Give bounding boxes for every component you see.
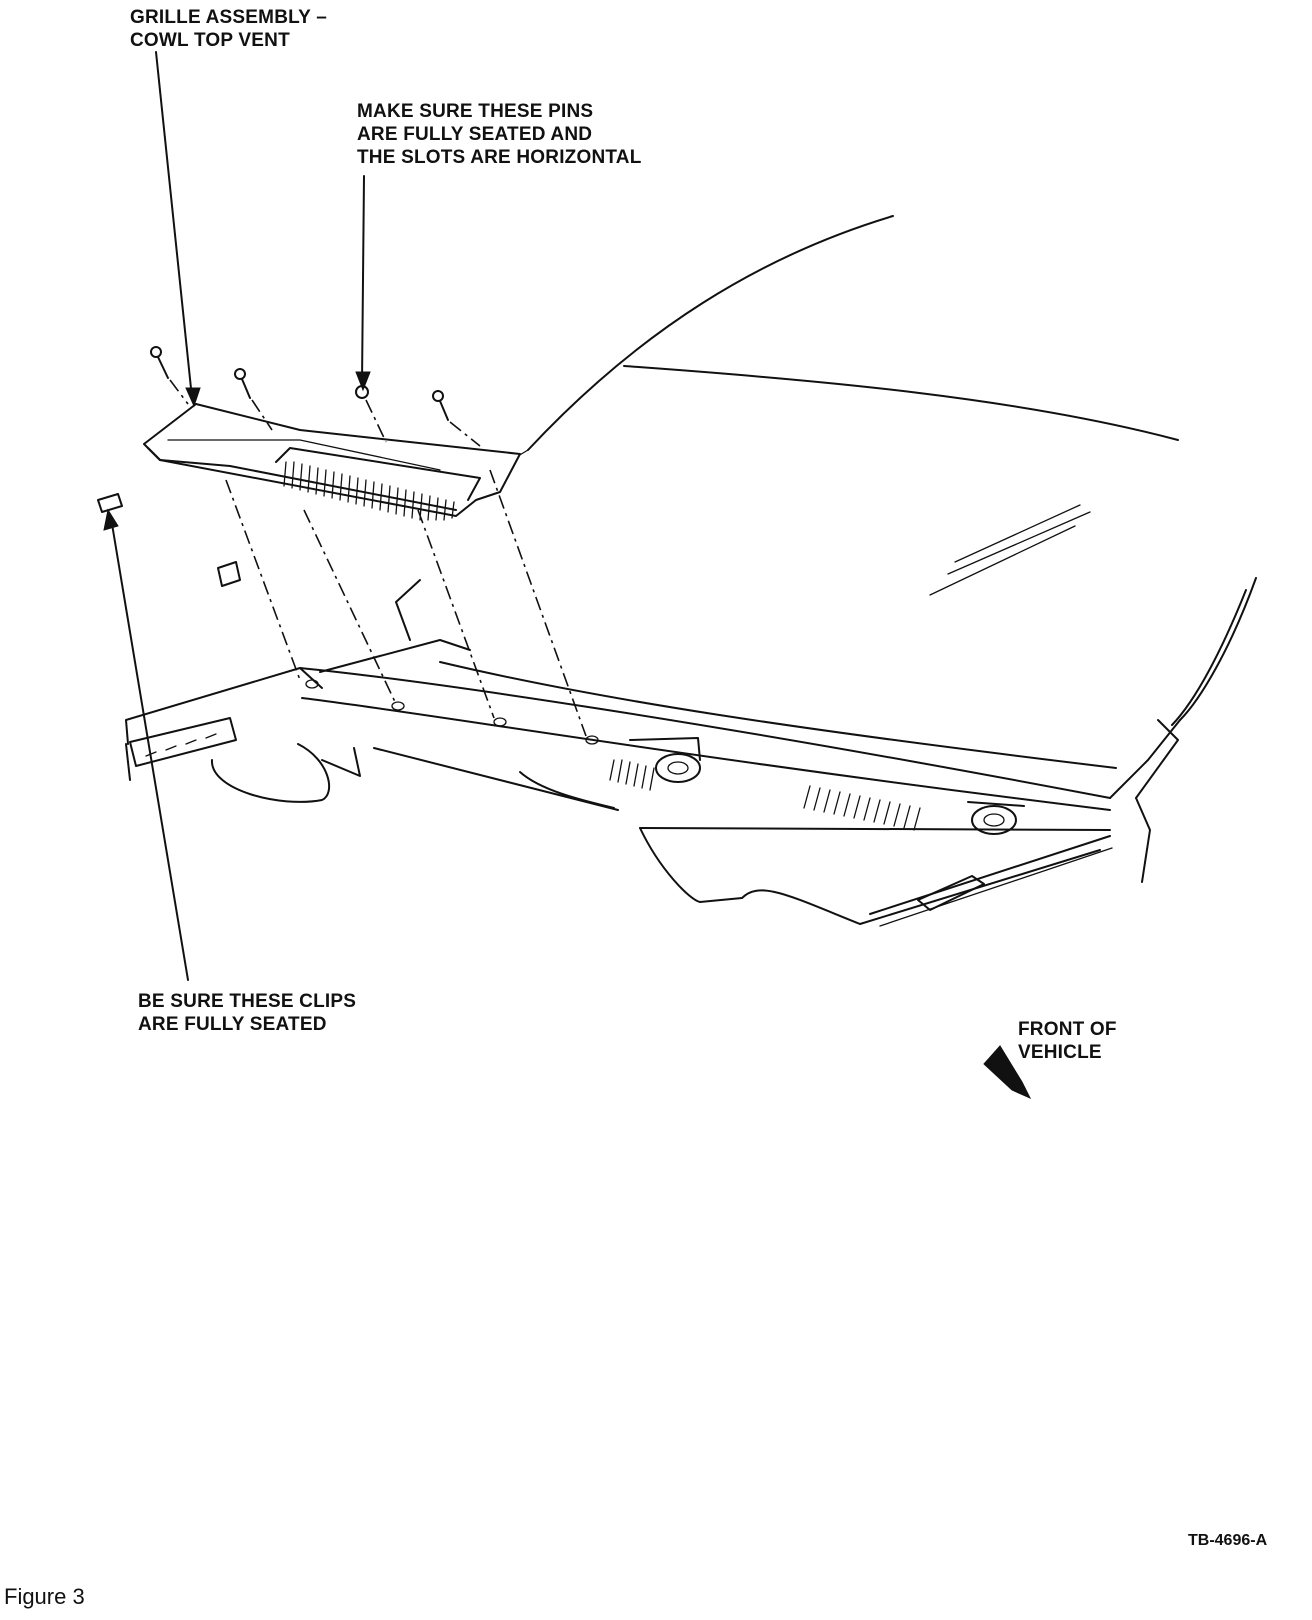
cowl-plenum [125, 579, 1117, 927]
reference-code: TB-4696-A [1188, 1532, 1268, 1549]
grille-assembly [97, 403, 521, 587]
windshield-outline [517, 215, 1179, 596]
grille-assembly-callout: GRILLE ASSEMBLY – COWL TOP VENT [130, 6, 327, 52]
clips-callout: BE SURE THESE CLIPS ARE FULLY SEATED [138, 990, 356, 1036]
a-pillar [1109, 577, 1257, 883]
alignment-lines [169, 379, 587, 737]
callout-line: FRONT OF [1018, 1019, 1117, 1040]
callout-line: BE SURE THESE CLIPS [138, 991, 357, 1012]
retaining-pins [150, 346, 449, 421]
callout-line: THE SLOTS ARE HORIZONTAL [357, 147, 642, 168]
front-of-vehicle-callout: FRONT OF VEHICLE [1018, 1018, 1117, 1064]
callout-line: MAKE SURE THESE PINS [357, 101, 594, 122]
front-arrow [983, 1045, 1032, 1100]
callout-line: GRILLE ASSEMBLY – [130, 7, 327, 28]
pins-callout: MAKE SURE THESE PINS ARE FULLY SEATED AN… [357, 100, 642, 169]
callout-line: ARE FULLY SEATED AND [357, 124, 593, 145]
callout-line: VEHICLE [1018, 1042, 1102, 1063]
callout-line: COWL TOP VENT [130, 30, 290, 51]
callout-line: ARE FULLY SEATED [138, 1014, 327, 1035]
leader-arrows [103, 51, 371, 981]
figure-caption: Figure 3 [4, 1584, 85, 1609]
